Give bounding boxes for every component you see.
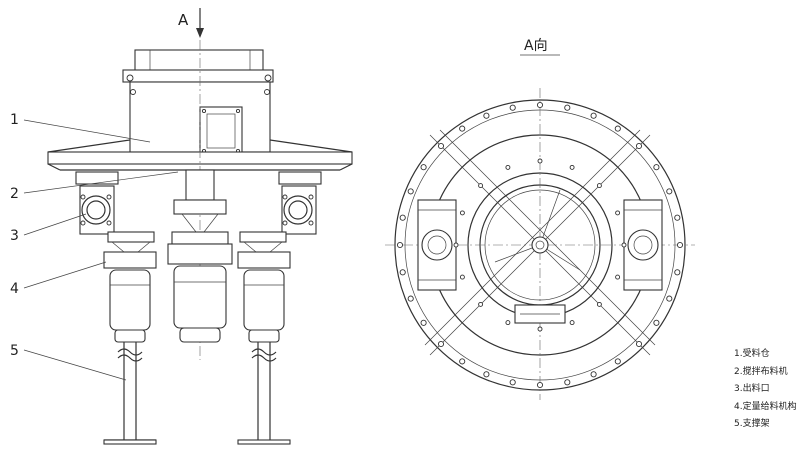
bolt-hole [666,188,673,195]
front-elevation-view: A [10,8,353,445]
bolt-hole [505,164,511,170]
bolt-hole [407,188,414,195]
bolt-hole [478,183,484,189]
legend-item: 4.定量给料机构 [734,401,797,412]
legend-item: 5.支撑架 [734,419,770,429]
bolt-hole [509,104,516,111]
feeder-left [103,231,157,343]
bolt-hole [399,214,406,221]
bolt-hole [459,210,465,216]
bolt-hole [590,371,597,378]
bolt-hole [653,319,660,326]
bolt-hole [536,381,544,389]
bolt-hole [635,340,643,348]
bolt-hole [536,101,544,109]
central-shaft [531,236,549,254]
bolt-hole [564,379,571,386]
bolt-hole [614,358,621,365]
bolt-hole [483,112,490,119]
view-a-title: A向 [524,38,548,54]
bolt-hole [437,340,445,348]
bolt-hole [569,164,575,170]
support-legs [103,342,291,445]
bolt-circle [396,101,684,389]
bolt-hole [537,326,543,332]
bolt-hole [399,269,406,276]
callout-4: 4 [10,281,19,297]
bolt-hole [596,301,602,307]
parts-legend: 1.受料仓 2.搅拌布料机 3.出料口 4.定量给料机构 5.支撑架 [734,346,798,434]
callout-3: 3 [10,228,19,244]
bolt-hole [483,371,490,378]
view-arrow-label: A [178,11,189,29]
side-outlet-right [623,199,663,291]
bolt-hole [674,214,681,221]
view-a-plan: A向 [385,38,695,400]
bolt-hole [615,210,621,216]
legend-item: 1.受料仓 [734,349,770,359]
bolt-hole [676,241,684,249]
bolt-hole [437,142,445,150]
bolt-hole [459,125,466,132]
bolt-hole [569,320,575,326]
bolt-hole [453,242,459,248]
bolt-hole [615,274,621,280]
bolt-hole [459,274,465,280]
bolt-hole [614,125,621,132]
bolt-hole [420,319,427,326]
bolt-hole [621,242,627,248]
bolt-hole [674,269,681,276]
callout-5: 5 [10,343,19,359]
feeder-center [167,231,233,343]
callouts: 1 2 3 4 5 [10,112,179,381]
bolt-hole [653,164,660,171]
bolt-hole [505,320,511,326]
legend-item: 2.搅拌布料机 [734,366,788,377]
bolt-hole [478,301,484,307]
outlet-left [75,171,119,235]
callout-1: 1 [10,112,19,128]
bolt-hole [666,295,673,302]
bolt-hole [537,158,543,164]
bolt-hole [635,142,643,150]
bolt-hole [564,104,571,111]
legend-item: 3.出料口 [734,384,770,394]
bolt-hole [420,164,427,171]
outlet-right [278,171,322,235]
feeder-right [237,231,291,343]
bolt-hole [590,112,597,119]
callout-2: 2 [10,186,19,202]
bolt-hole [459,358,466,365]
side-outlet-left [417,199,457,291]
bolt-hole [596,183,602,189]
bolt-hole [509,379,516,386]
bolt-hole [407,295,414,302]
bolt-hole [396,241,404,249]
